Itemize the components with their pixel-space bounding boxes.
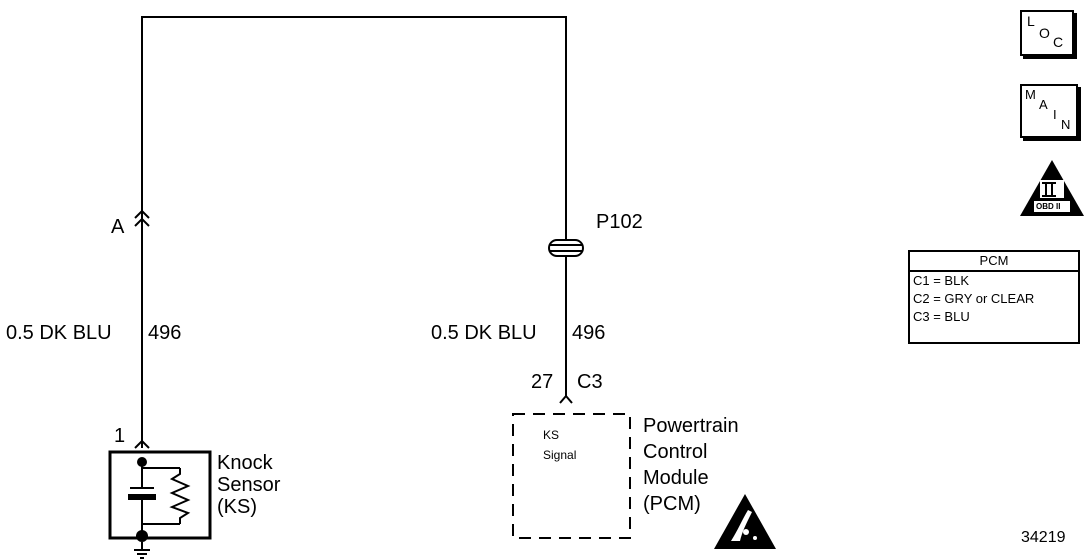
connector-a-label: A: [111, 216, 125, 238]
pcm-legend-row-c3: C3 = BLU: [913, 309, 970, 324]
ks-signal-label-1: KS: [543, 428, 560, 442]
main-icon-letter-3: I: [1053, 107, 1057, 122]
ks-signal-label-2: Signal: [543, 448, 577, 462]
pcm-connector-legend: PCM C1 = BLK C2 = GRY or CLEAR C3 = BLU: [908, 250, 1080, 344]
pcm-connector-label: C3: [577, 371, 603, 393]
pcm-pin-chevron: [559, 394, 573, 404]
pcm-label-2: Control: [643, 441, 708, 463]
knock-sensor-symbol: [108, 450, 212, 559]
knock-sensor-label-1: Knock: [217, 452, 273, 474]
wire-circuit-496: [141, 16, 567, 448]
pcm-legend-row-c2: C2 = GRY or CLEAR: [913, 291, 1035, 306]
pcm-module-box: [512, 413, 631, 539]
loc-icon-letter-1: L: [1027, 13, 1035, 29]
figure-number: 34219: [1021, 529, 1066, 546]
right-wire-color-label: 0.5 DK BLU: [431, 322, 537, 344]
main-icon-letter-4: N: [1061, 117, 1071, 132]
loc-icon-letter-3: C: [1053, 34, 1064, 50]
left-wire-color-label: 0.5 DK BLU: [6, 322, 112, 344]
knock-sensor-label-3: (KS): [217, 496, 257, 518]
obd-ii-icon: [1020, 160, 1084, 216]
knock-sensor-label-2: Sensor: [217, 474, 281, 496]
main-icon-letter-1: M: [1025, 87, 1036, 102]
sensor-pin-chevron: [134, 439, 150, 449]
pcm-pin-number: 27: [531, 371, 554, 393]
connector-a-symbol: [134, 209, 150, 227]
esd-warning-icon: [714, 494, 776, 549]
left-wire-circuit-label: 496: [148, 322, 182, 344]
main-icon-letter-2: A: [1039, 97, 1048, 112]
splice-p102-symbol: [548, 239, 584, 257]
obd-ii-label: OBD II: [1036, 202, 1061, 211]
loc-icon-letter-2: O: [1039, 25, 1050, 41]
splice-p102-label: P102: [596, 211, 643, 233]
main-icon[interactable]: M A I N: [1020, 84, 1078, 138]
loc-icon[interactable]: L O C: [1020, 10, 1074, 56]
pcm-legend-row-c1: C1 = BLK: [913, 273, 970, 288]
right-wire-circuit-label: 496: [572, 322, 606, 344]
pcm-label-4: (PCM): [643, 493, 701, 515]
pcm-label-3: Module: [643, 467, 709, 489]
pcm-legend-title: PCM: [910, 252, 1078, 272]
sensor-pin-number: 1: [114, 425, 126, 447]
pcm-label-1: Powertrain: [643, 415, 739, 437]
